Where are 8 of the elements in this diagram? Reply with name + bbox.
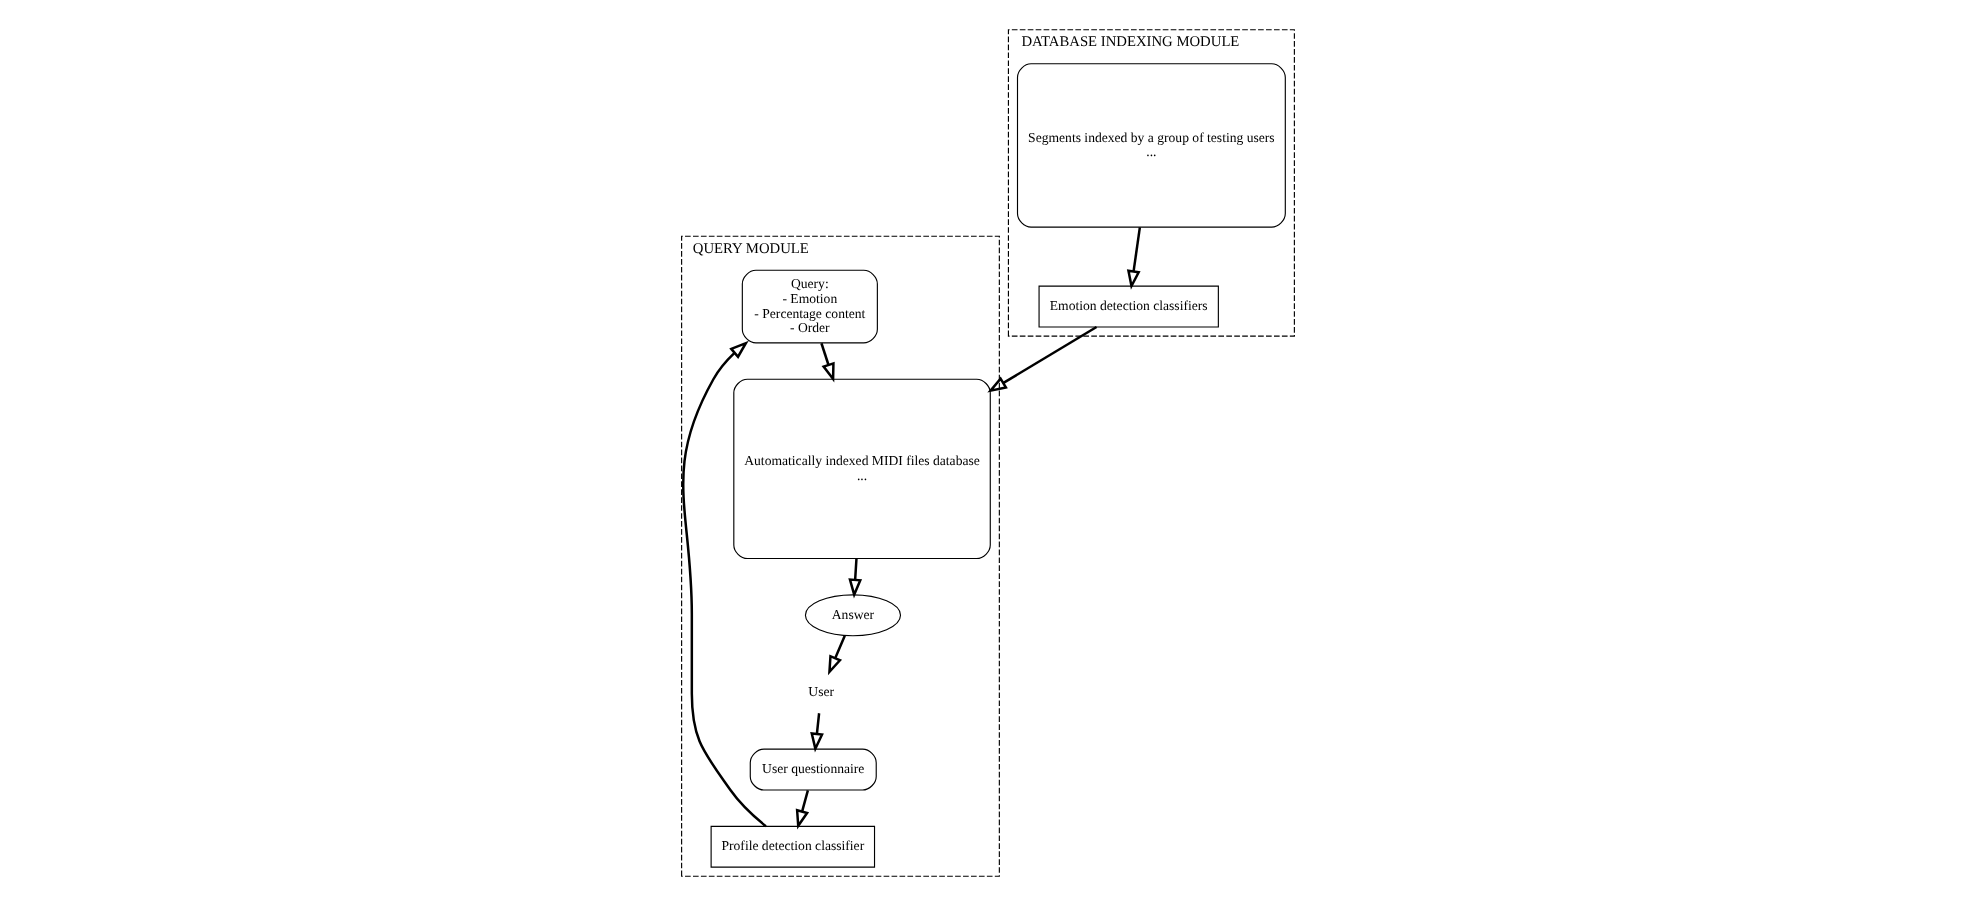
arrow: [848, 558, 863, 599]
arrow: [987, 325, 1098, 393]
arrow: [827, 635, 846, 676]
arrow: [1126, 227, 1142, 290]
arrow: [820, 342, 835, 383]
arrow: [810, 713, 824, 753]
arrow: [795, 790, 810, 830]
arrow: [682, 340, 767, 828]
